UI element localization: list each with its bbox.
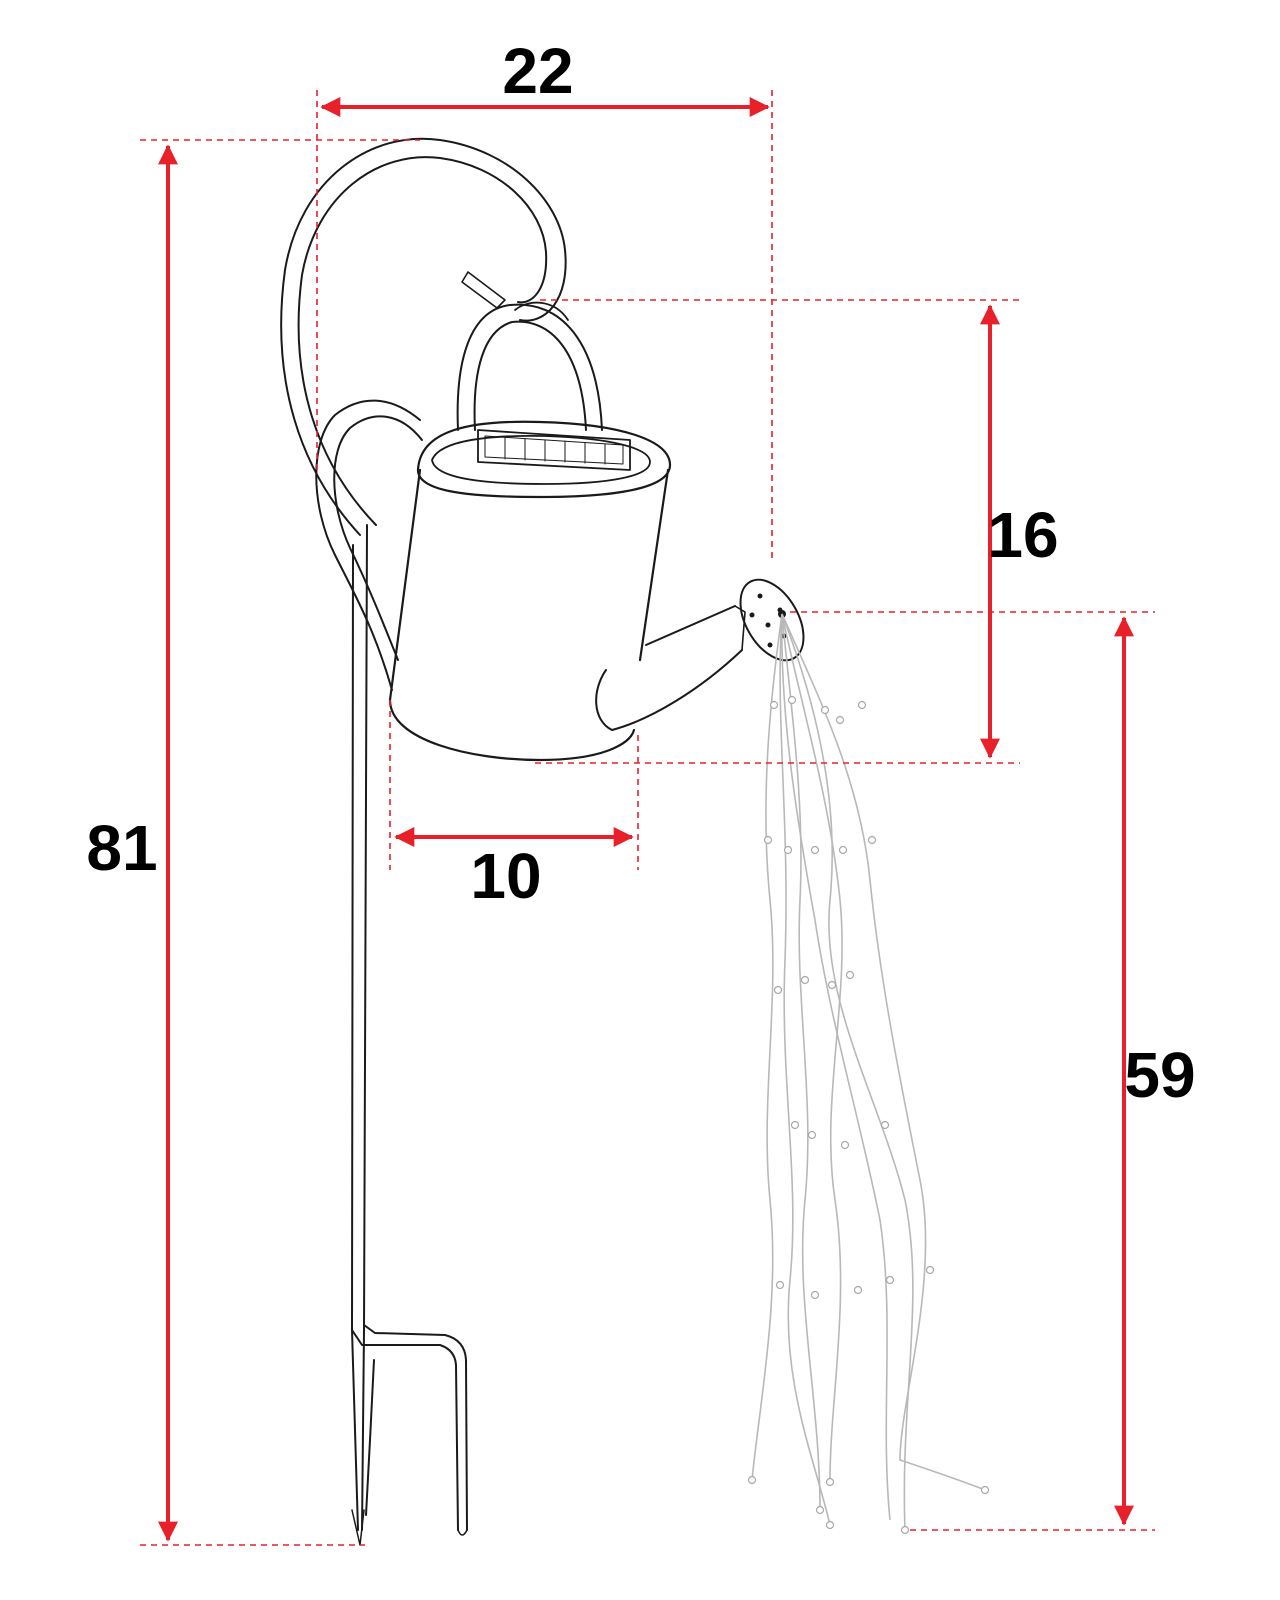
spout-rose-icon	[739, 578, 805, 662]
dimension-base-width: 10	[394, 827, 634, 912]
can-body	[315, 399, 672, 762]
width-total-label: 22	[502, 35, 573, 107]
can-spout	[595, 578, 805, 731]
stake-rod	[351, 524, 368, 1546]
dimension-lights-length: 59	[1114, 616, 1196, 1526]
hanging-hook	[280, 137, 567, 536]
dimension-guides	[140, 90, 1155, 1546]
fairy-light-strands	[751, 613, 986, 1531]
base-width-label: 10	[470, 840, 541, 912]
solar-panel-icon	[477, 429, 631, 471]
height-total-label: 81	[86, 812, 157, 884]
lights-length-label: 59	[1124, 1039, 1195, 1111]
dimension-height-total: 81	[86, 144, 178, 1542]
dimension-can-height: 16	[980, 304, 1059, 759]
watering-can-stake-icon	[280, 137, 990, 1546]
stake-fork	[351, 1324, 468, 1536]
dimension-width-total: 22	[320, 35, 770, 117]
can-handle	[456, 301, 603, 431]
can-height-label: 16	[987, 499, 1058, 571]
fairy-light-beads	[747, 695, 990, 1535]
